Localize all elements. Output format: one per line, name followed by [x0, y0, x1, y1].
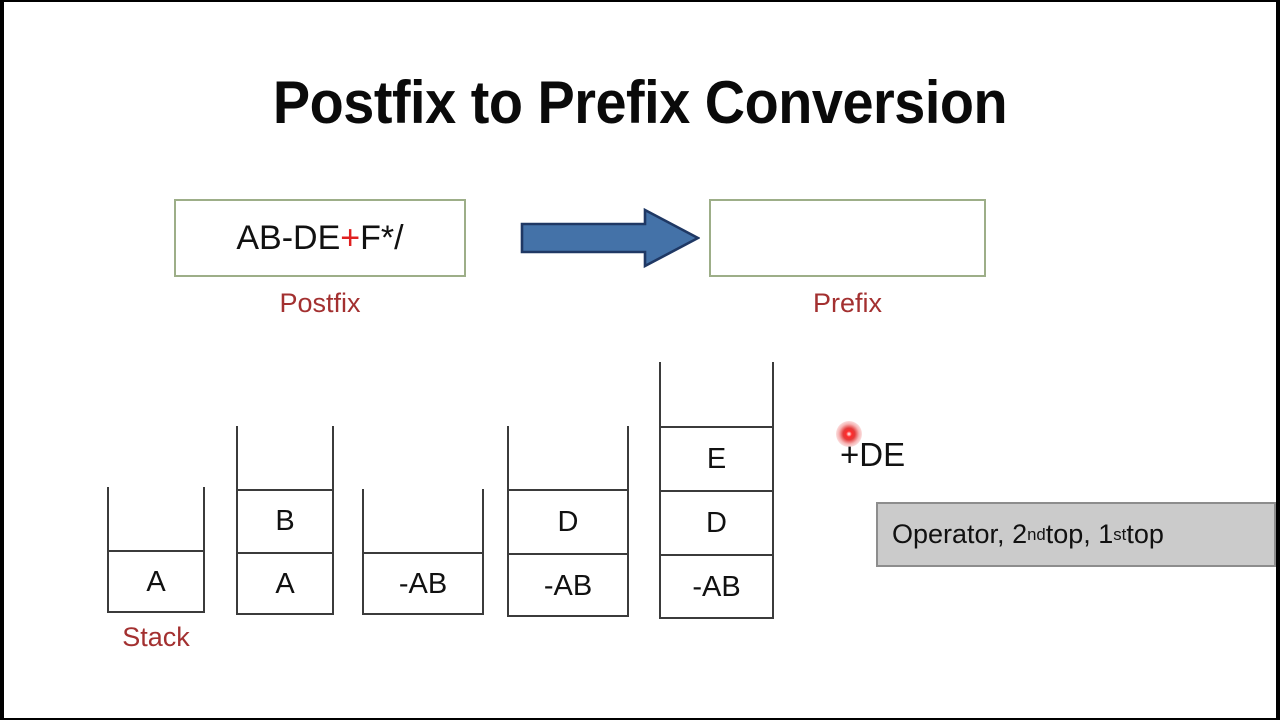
stack-cell: -AB — [507, 553, 629, 617]
stack-cells: B A — [236, 489, 334, 615]
stack-cell: -AB — [659, 554, 774, 619]
stack-base — [659, 617, 774, 619]
stack-cells: D -AB — [507, 489, 629, 617]
postfix-label: Postfix — [279, 288, 361, 318]
postfix-expression-box: AB-DE+F*/ — [174, 199, 466, 277]
stack-1: A — [107, 487, 205, 613]
stack-5: E D -AB — [659, 362, 774, 619]
postfix-value-highlight: + — [340, 218, 361, 257]
stack-base — [236, 613, 334, 615]
stack-base — [107, 611, 205, 613]
stack-cells: -AB — [362, 552, 484, 615]
stack-cells: A — [107, 550, 205, 613]
slide-canvas: Postfix to Prefix Conversion AB-DE+F*/ P… — [4, 2, 1276, 718]
stack-4: D -AB — [507, 426, 629, 617]
stack-base — [362, 613, 484, 615]
stack-cell: B — [236, 489, 334, 552]
stack-wall-right — [627, 426, 629, 617]
prefix-label: Prefix — [812, 288, 883, 318]
postfix-value-before: AB-DE — [236, 218, 341, 257]
stack-3: -AB — [362, 489, 484, 615]
stack-cell: D — [507, 489, 629, 553]
right-arrow-icon — [520, 207, 700, 269]
rule-text-part2: top, 1 — [1045, 519, 1114, 549]
stack-label: Stack — [122, 622, 190, 652]
stack-wall-left — [236, 426, 238, 615]
stack-cell: -AB — [362, 552, 484, 615]
stack-cell: A — [107, 550, 205, 613]
stack-cells: E D -AB — [659, 426, 774, 619]
rule-text-part3: top — [1126, 519, 1164, 549]
stack-cell: D — [659, 490, 774, 554]
rule-text-part1: Operator, 2 — [892, 519, 1028, 549]
stack-cell: A — [236, 552, 334, 615]
postfix-value-after: F*/ — [360, 218, 404, 257]
stack-wall-left — [507, 426, 509, 617]
stack-wall-right — [332, 426, 334, 615]
page-title: Postfix to Prefix Conversion — [272, 69, 1008, 136]
prefix-expression-box — [709, 199, 986, 277]
stack-2: B A — [236, 426, 334, 615]
stack-cell: E — [659, 426, 774, 490]
laser-pointer-dot — [836, 421, 862, 447]
result-annotation: +DE — [840, 436, 906, 473]
stack-base — [507, 615, 629, 617]
